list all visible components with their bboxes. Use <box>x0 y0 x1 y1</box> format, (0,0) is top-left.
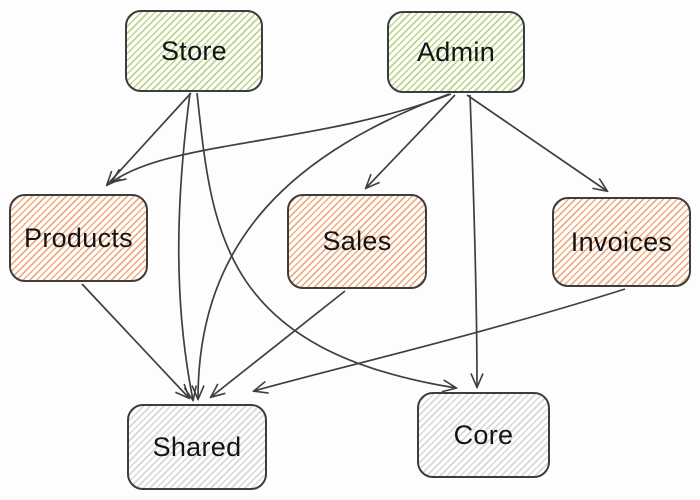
node-shared: Shared <box>127 404 267 490</box>
edge-admin-invoices <box>466 94 607 191</box>
edge-products-shared <box>81 283 189 398</box>
edge-sales-shared <box>211 290 346 397</box>
edge-store-core <box>196 92 456 388</box>
node-label-shared: Shared <box>152 431 242 462</box>
node-label-invoices: Invoices <box>570 226 673 257</box>
edge-admin-products <box>112 93 452 182</box>
node-core: Core <box>417 392 550 478</box>
node-label-admin: Admin <box>416 36 496 67</box>
node-products: Products <box>9 194 148 282</box>
node-sales: Sales <box>287 194 427 289</box>
edge-admin-core <box>469 94 477 387</box>
node-store: Store <box>125 10 263 92</box>
node-label-sales: Sales <box>322 226 392 256</box>
edge-admin-sales <box>366 94 456 188</box>
edge-invoices-shared <box>254 288 626 391</box>
node-label-products: Products <box>24 222 133 253</box>
node-invoices: Invoices <box>552 197 691 287</box>
node-admin: Admin <box>387 11 525 93</box>
edge-admin-shared <box>198 93 450 399</box>
node-label-core: Core <box>453 419 514 450</box>
edge-store-shared <box>177 92 193 400</box>
edge-store-products <box>107 92 192 185</box>
node-label-store: Store <box>160 35 228 66</box>
